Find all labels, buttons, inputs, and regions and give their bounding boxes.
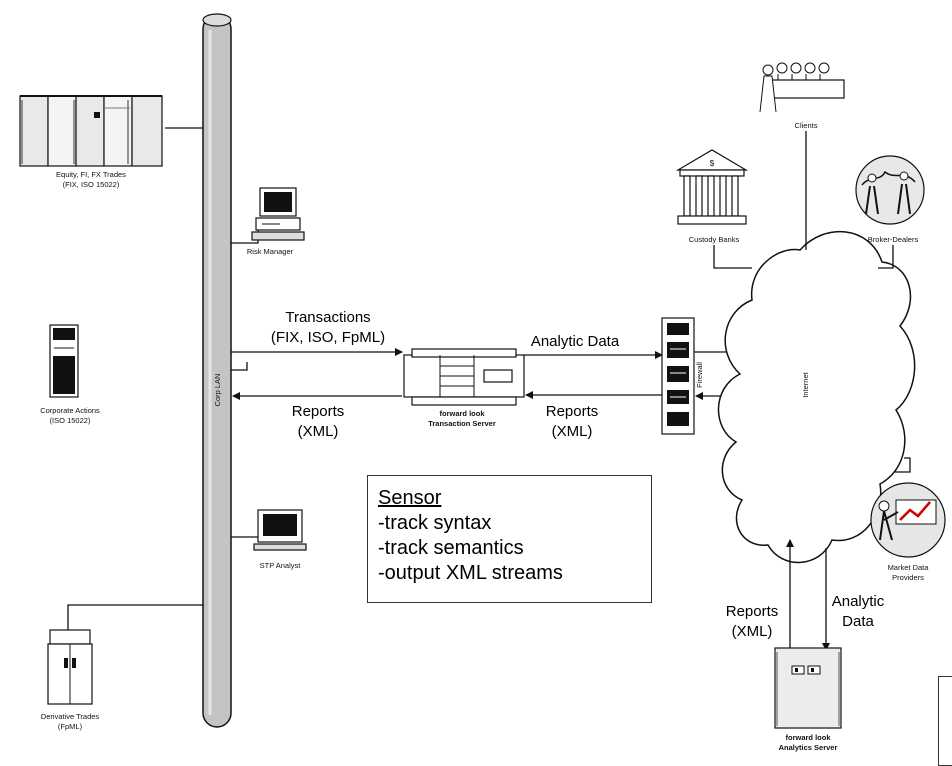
- svg-text:$: $: [710, 159, 715, 168]
- analytics-server-icon: [775, 648, 841, 728]
- reports-right-label-line1: Reports: [546, 403, 599, 420]
- corporate-actions-label-line1: Corporate Actions: [40, 406, 100, 415]
- equity-label-line2: (FIX, ISO 15022): [63, 180, 120, 189]
- internet-label: Internet: [801, 371, 810, 397]
- market-data-providers-icon: [871, 483, 945, 557]
- broker-dealers-label: Broker-Dealers: [868, 235, 919, 244]
- clients-icon: [760, 63, 844, 112]
- transaction-server-label-line2: Transaction Server: [428, 419, 496, 428]
- transaction-server-label-line1: forward look: [439, 409, 485, 418]
- stp-analyst-pc-icon: [254, 510, 306, 550]
- reports-bottom-label-line2: (XML): [732, 623, 773, 640]
- reports-bottom-label-line1: Reports: [726, 603, 779, 620]
- risk-manager-label: Risk Manager: [247, 247, 294, 256]
- reports-left-label-line1: Reports: [292, 403, 345, 420]
- sensor-item-semantics: -track semantics: [378, 536, 641, 561]
- derivative-trades-cabinet-icon: [48, 630, 92, 704]
- analytics-server-label-line2: Analytics Server: [779, 743, 838, 752]
- equity-mainframe-icon: [20, 96, 162, 166]
- reports-right-label-line2: (XML): [552, 423, 593, 440]
- custody-to-internet-line: [714, 245, 752, 268]
- sensor-title: Sensor: [378, 486, 641, 511]
- analytics-server-label-line1: forward look: [785, 733, 831, 742]
- market-data-label-line1: Market Data: [888, 563, 930, 572]
- stp-analyst-label: STP Analyst: [260, 561, 302, 570]
- clients-label: Clients: [795, 121, 818, 130]
- corporate-actions-label-line2: (ISO 15022): [50, 416, 91, 425]
- risk-manager-pc-icon: [252, 188, 304, 240]
- market-data-label-line2: Providers: [892, 573, 924, 582]
- sensor-item-syntax: -track syntax: [378, 511, 641, 536]
- firewall-label: Firewall: [695, 362, 704, 388]
- transactions-label-line2: (FIX, ISO, FpML): [271, 329, 385, 346]
- transactions-label-line1: Transactions: [285, 309, 370, 326]
- custody-bank-building-icon: $: [678, 150, 746, 224]
- broker-dealers-icon: [856, 156, 924, 224]
- analytic-bottom-label-line1: Analytic: [832, 593, 885, 610]
- reports-left-label-line2: (XML): [298, 423, 339, 440]
- equity-label-line1: Equity, FI, FX Trades: [56, 170, 126, 179]
- firewall-icon: [662, 318, 694, 434]
- analytic-data-label: Analytic Data: [531, 333, 620, 350]
- custody-banks-label: Custody Banks: [689, 235, 740, 244]
- derivative-label-line1: Derivative Trades: [41, 712, 100, 721]
- corporate-actions-server-icon: [50, 325, 78, 397]
- analytic-bottom-label-line2: Data: [842, 613, 874, 630]
- sensor-item-xml-streams: -output XML streams: [378, 561, 641, 586]
- corp-lan-label: Corp LAN: [213, 374, 222, 407]
- corner-frame: [938, 676, 952, 766]
- derivative-label-line2: (FpML): [58, 722, 83, 731]
- corp-lan-backbone: Corp LAN: [203, 14, 231, 727]
- transaction-server-icon: [404, 349, 524, 405]
- sensor-note-box: Sensor -track syntax -track semantics -o…: [367, 475, 652, 603]
